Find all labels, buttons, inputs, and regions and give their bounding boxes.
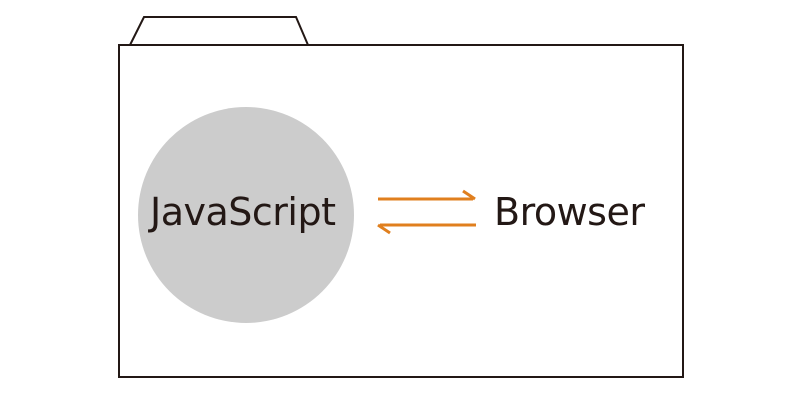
arrow-left-icon: [377, 223, 476, 235]
javascript-label: JavaScript: [150, 190, 336, 234]
folder-body: [118, 44, 684, 378]
browser-label: Browser: [494, 190, 645, 234]
arrow-right-icon: [378, 189, 476, 201]
folder-tab: [129, 16, 309, 46]
javascript-circle: [138, 107, 354, 323]
